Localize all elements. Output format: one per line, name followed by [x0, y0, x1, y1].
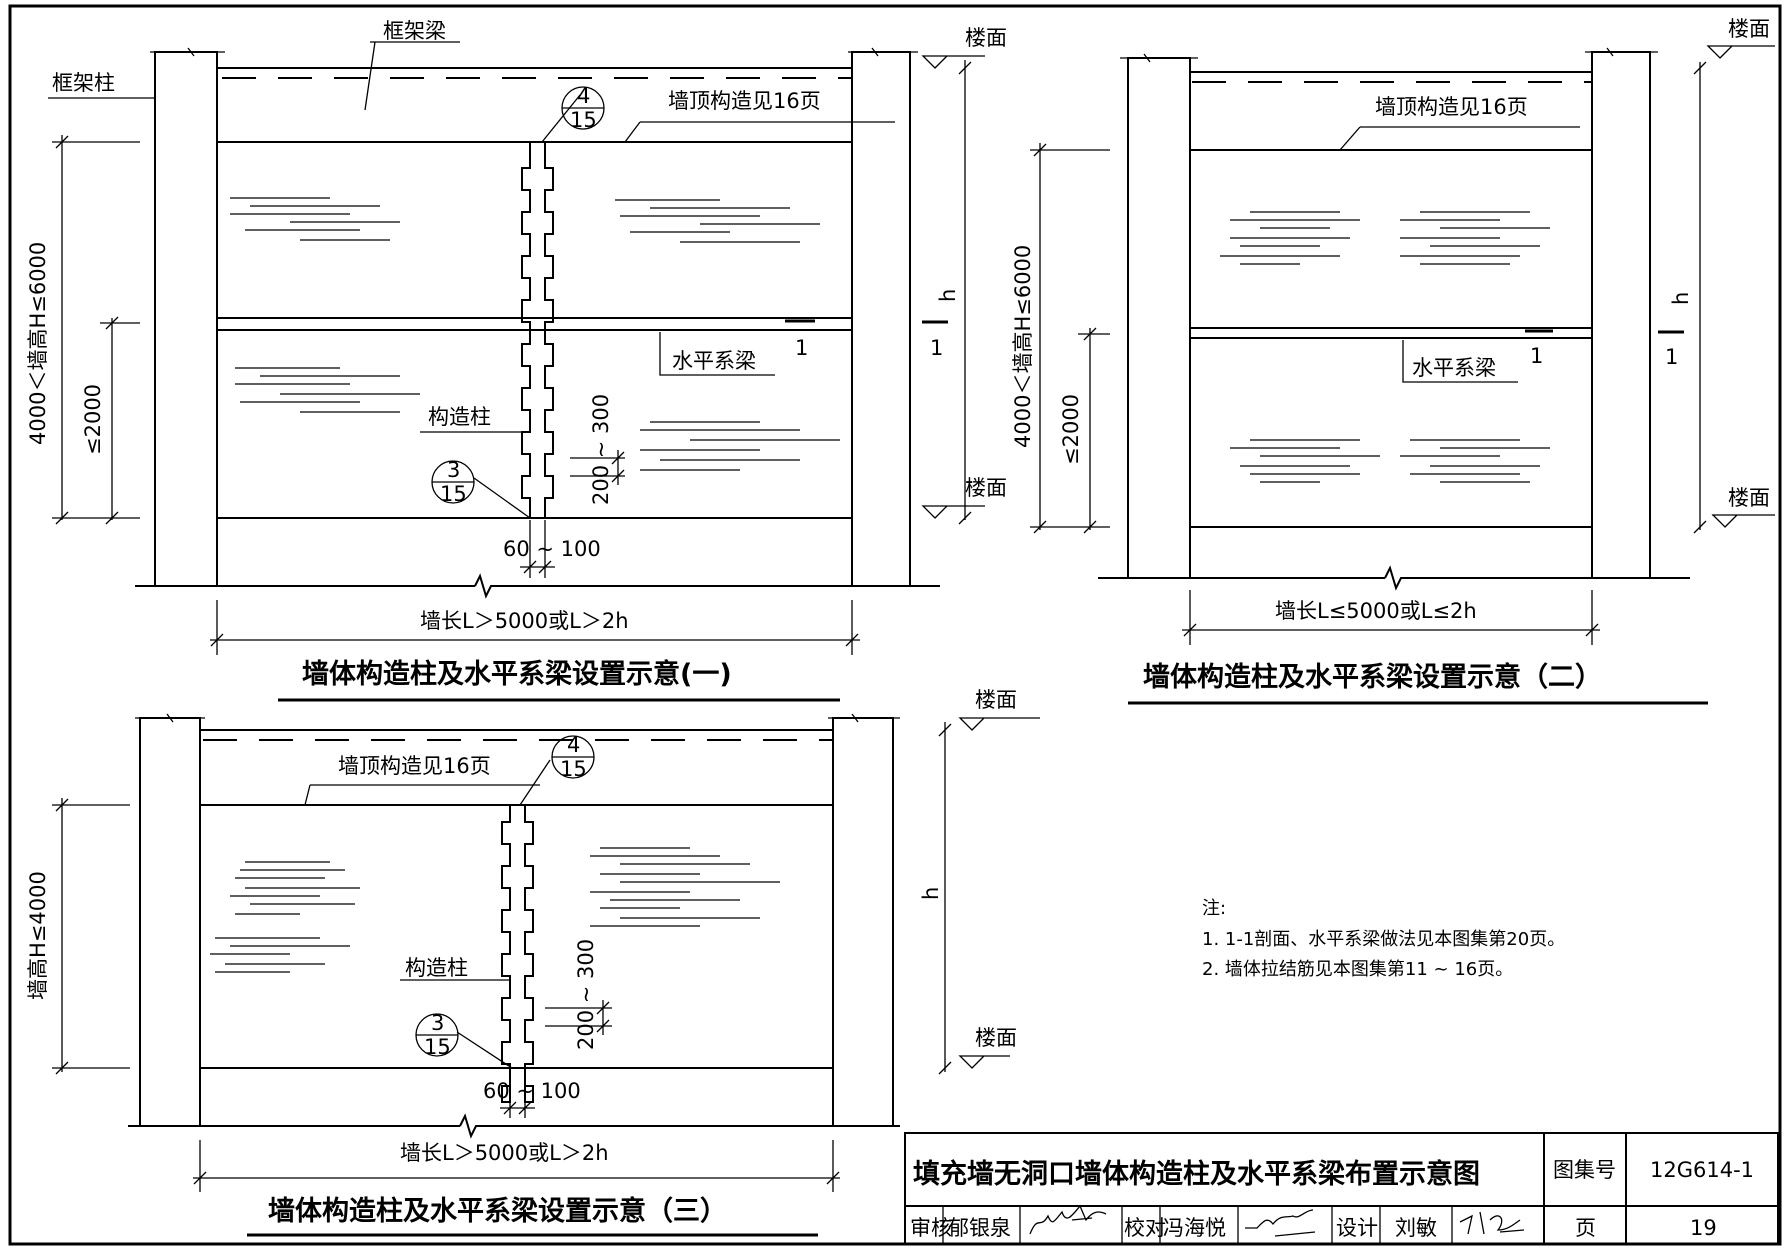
atlas-number: 12G614-1: [1650, 1158, 1754, 1182]
svg-text:注:: 注:: [1202, 898, 1226, 919]
svg-text:墙顶构造见16页: 墙顶构造见16页: [338, 754, 491, 778]
svg-text:h: h: [919, 887, 943, 900]
floor-label-bottom: 楼面: [965, 476, 1007, 500]
svg-text:图集号: 图集号: [1553, 1158, 1616, 1182]
svg-text:1: 1: [1530, 344, 1543, 368]
svg-text:4: 4: [577, 84, 590, 108]
svg-text:墙长L≤5000或L≤2h: 墙长L≤5000或L≤2h: [1275, 599, 1477, 623]
horizontal-beam-label: 水平系梁: [672, 349, 756, 373]
diagram-2: 墙顶构造见16页 水平系梁 1 4000＜墙高H≤6000 ≤2000 楼面 楼…: [1011, 17, 1775, 705]
svg-text:墙体构造柱及水平系梁设置示意（三）: 墙体构造柱及水平系梁设置示意（三）: [268, 1195, 727, 1227]
svg-text:15: 15: [560, 757, 587, 781]
svg-text:水平系梁: 水平系梁: [1412, 356, 1496, 380]
frame-beam-label: 框架梁: [383, 19, 446, 43]
svg-text:1. 1-1剖面、水平系梁做法见本图集第20页。: 1. 1-1剖面、水平系梁做法见本图集第20页。: [1202, 929, 1565, 950]
height-range-1: 4000＜墙高H≤6000: [26, 242, 50, 445]
svg-text:≤2000: ≤2000: [1059, 394, 1083, 465]
masonry-hatch: [230, 197, 840, 471]
title-block: 填充墙无洞口墙体构造柱及水平系梁布置示意图 图集号 12G614-1 审核 郁银…: [904, 1132, 1779, 1245]
designer-signature: [1459, 1211, 1525, 1235]
reviewer-signature: [1029, 1204, 1107, 1235]
svg-text:15: 15: [440, 482, 467, 506]
drawing-title: 填充墙无洞口墙体构造柱及水平系梁布置示意图: [913, 1158, 1480, 1190]
svg-text:60 ~ 100: 60 ~ 100: [483, 1079, 581, 1103]
svg-text:页: 页: [1575, 1216, 1596, 1240]
sheet-border: [8, 4, 1782, 1246]
section-mark: 1: [795, 336, 808, 360]
title-1: 墙体构造柱及水平系梁设置示意(一): [302, 658, 732, 690]
frame-column-right: [851, 51, 911, 587]
svg-text:冯海悦: 冯海悦: [1163, 1216, 1226, 1240]
svg-text:1: 1: [1665, 345, 1678, 369]
svg-text:60 ~ 100: 60 ~ 100: [503, 537, 601, 561]
svg-text:15: 15: [570, 108, 597, 132]
svg-text:4000＜墙高H≤6000: 4000＜墙高H≤6000: [1011, 245, 1035, 448]
svg-text:200 ~ 300: 200 ~ 300: [589, 394, 613, 505]
svg-text:墙顶构造见16页: 墙顶构造见16页: [1375, 95, 1528, 119]
svg-text:≤2000: ≤2000: [81, 384, 105, 455]
construct-column-label: 构造柱: [428, 405, 491, 429]
wall-top-label: 墙顶构造见16页: [668, 89, 821, 113]
svg-text:刘敏: 刘敏: [1395, 1216, 1437, 1240]
svg-text:200 ~ 300: 200 ~ 300: [574, 939, 598, 1050]
svg-text:4: 4: [567, 733, 580, 757]
svg-text:墙高H≤4000: 墙高H≤4000: [26, 871, 50, 1000]
notes: 注: 1. 1-1剖面、水平系梁做法见本图集第20页。 2. 墙体拉结筋见本图集…: [1202, 898, 1565, 980]
svg-text:构造柱: 构造柱: [405, 956, 468, 980]
diagram-3: 墙顶构造见16页 构造柱 4 15 3 15 200 ~ 300 60 ~ 10…: [26, 688, 1040, 1237]
svg-text:3: 3: [447, 458, 460, 482]
svg-text:2. 墙体拉结筋见本图集第11 ~ 16页。: 2. 墙体拉结筋见本图集第11 ~ 16页。: [1202, 959, 1513, 980]
svg-text:楼面: 楼面: [1728, 486, 1770, 510]
svg-text:h: h: [936, 289, 960, 302]
construction-column: [521, 142, 531, 518]
svg-text:校对: 校对: [1124, 1216, 1166, 1240]
svg-text:15: 15: [424, 1035, 451, 1059]
svg-text:楼面: 楼面: [975, 688, 1017, 712]
checker-signature: [1245, 1209, 1316, 1237]
diagram-1: 框架梁 框架柱 墙顶构造见16页 水平系梁 1 构造柱 4 15 3 15 20…: [26, 19, 1007, 702]
svg-text:楼面: 楼面: [1728, 17, 1770, 41]
svg-text:1: 1: [930, 336, 943, 360]
frame-column-label: 框架柱: [52, 71, 115, 95]
svg-text:3: 3: [431, 1011, 444, 1035]
page-number: 19: [1690, 1216, 1717, 1240]
svg-text:郁银泉: 郁银泉: [948, 1216, 1011, 1240]
svg-text:楼面: 楼面: [975, 1026, 1017, 1050]
length-1: 墙长L＞5000或L＞2h: [420, 609, 629, 633]
frame-column-left: [154, 51, 218, 587]
svg-text:墙长L＞5000或L＞2h: 墙长L＞5000或L＞2h: [400, 1141, 609, 1165]
floor-label-top: 楼面: [965, 26, 1007, 50]
svg-text:墙体构造柱及水平系梁设置示意（二）: 墙体构造柱及水平系梁设置示意（二）: [1143, 661, 1602, 693]
svg-text:h: h: [1669, 292, 1693, 305]
svg-text:审核: 审核: [910, 1216, 952, 1240]
svg-text:设计: 设计: [1336, 1216, 1378, 1240]
